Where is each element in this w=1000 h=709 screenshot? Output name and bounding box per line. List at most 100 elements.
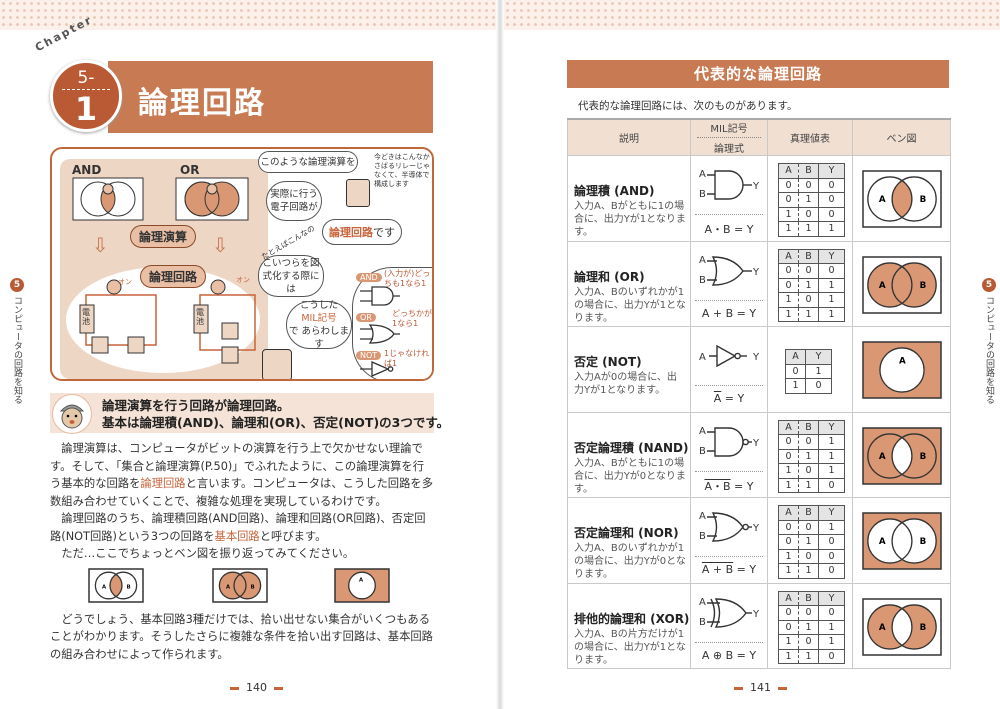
truth-header-cell: Y (818, 505, 845, 521)
truth-cell: 0 (818, 534, 845, 550)
intersection (892, 262, 912, 307)
robot-note: 今どきはこんなかさばるリレーじゃなくて、半導体で構成します (374, 153, 430, 188)
truth-header-cell: B (798, 590, 819, 606)
side-tab-left: 5コンピュータの回路を知る (2, 278, 24, 404)
svg-text:A: A (699, 169, 706, 180)
set-b-label: B (251, 584, 255, 590)
truth-cell: 0 (818, 177, 845, 193)
truth-header-cell: B (798, 505, 819, 521)
page-number-right: 141 (727, 681, 794, 694)
top-dotted-band-right (504, 0, 1000, 30)
svg-text:Y: Y (752, 267, 760, 278)
and-note: (入力が)どっちも1なら1 (384, 269, 431, 288)
truth-cell: 0 (778, 277, 799, 293)
truth-cell: 1 (818, 463, 845, 479)
header-venn: ベン図 (852, 118, 951, 156)
truth-cell: 1 (778, 206, 799, 222)
gate-name: 否定論理和 (NOR) (574, 526, 679, 540)
logic-formula: A + B = Y (695, 556, 763, 576)
speech-bubble-1: このような論理演算を (258, 151, 358, 173)
relay-circuits (79, 279, 256, 364)
svg-text:A: A (699, 597, 706, 608)
truth-header-cell: A (778, 419, 799, 435)
truth-cell: 0 (778, 534, 799, 550)
truth-cell: 0 (798, 263, 819, 279)
set-a-circle (879, 347, 925, 393)
speech-bubble-2: 実際に行う電子回路が (266, 181, 322, 221)
speech-bubble-4: こいつらを図式化する際には (258, 255, 324, 297)
set-b-label: B (920, 195, 927, 205)
on-label: オン (236, 276, 250, 284)
truth-cell: 0 (805, 378, 832, 394)
on-label: オン (118, 278, 132, 286)
side-tab-right: 5コンピュータの回路を知る (974, 278, 996, 404)
section-title: 代表的な論理回路 (567, 60, 949, 88)
highlight-term: 論理回路 (140, 477, 186, 490)
desc-cell: 排他的論理和 (XOR)入力A、Bの片方だけが1の場合に、出力Yが1となります。 (567, 582, 691, 669)
paragraph-2: 論理回路のうち、論理積回路(AND回路)、論理和回路(OR回路)、否定回路(NO… (50, 512, 426, 543)
gate-description: 入力A、Bのいずれかが1の場合に、出力Yが0となります。 (574, 543, 686, 580)
truth-header-cell: Y (818, 248, 845, 264)
page-number-left: 140 (223, 681, 290, 694)
side-tab-number: 5 (982, 278, 996, 292)
illus-venns (72, 177, 249, 221)
illus-gates (360, 286, 400, 377)
truth-cell: 0 (798, 519, 819, 535)
desc-cell: 論理積 (AND)入力A、Bがともに1の場合に、出力Yが1となります。 (567, 155, 691, 242)
truth-cell: 1 (778, 306, 799, 322)
gate-description: 入力A、Bがともに1の場合に、出力Yが1となります。 (574, 201, 686, 238)
set-a-label: A (359, 577, 364, 583)
svg-text:B: B (699, 189, 706, 200)
svg-text:A: A (699, 352, 706, 363)
truth-cell: 1 (778, 221, 799, 237)
intersection (892, 604, 912, 649)
truth-cell: 0 (798, 548, 819, 564)
truth-cell: 0 (778, 619, 799, 635)
truth-cell: 0 (778, 192, 799, 208)
truth-cell: 1 (818, 448, 845, 464)
set-a-label: A (879, 281, 886, 291)
svg-text:A: A (699, 255, 706, 266)
gate-description: 入力A、Bがともに1の場合に、出力Yが0となります。 (574, 457, 686, 495)
desc-cell: 否定論理積 (NAND)入力A、Bがともに1の場合に、出力Yが0となります。 (567, 411, 691, 498)
truth-cell: 1 (818, 434, 845, 450)
truth-header-cell: A (778, 248, 799, 264)
truth-cell: 0 (798, 463, 819, 479)
truth-cell: 1 (798, 277, 819, 293)
truth-cell: 0 (818, 648, 845, 664)
truth-cell: 1 (778, 463, 799, 479)
paragraph-3: ただ…ここでちょっとベン図を振り返ってみてください。 (61, 547, 355, 560)
truth-header-cell: A (778, 163, 799, 179)
venn-not: A (334, 567, 390, 603)
truth-cell: 1 (818, 306, 845, 322)
svg-text:B: B (699, 275, 706, 286)
set-a-label: A (102, 584, 107, 590)
truth-header-cell: B (798, 248, 819, 264)
svg-text:A: A (699, 511, 706, 522)
header-desc: 説明 (567, 118, 691, 156)
truth-cell: 1 (818, 292, 845, 308)
truth-cell: 0 (818, 477, 845, 493)
body-text: 論理演算は、コンピュータがビットの演算を行う上で欠かせない理論です。そして、「集… (50, 440, 435, 663)
battery-label: 電池 (82, 308, 90, 326)
truth-cell: 1 (798, 534, 819, 550)
svg-text:Y: Y (752, 352, 760, 363)
truth-cell: 1 (798, 448, 819, 464)
intersection (234, 571, 246, 599)
set-a-label: A (879, 623, 886, 633)
truth-cell: 0 (798, 206, 819, 222)
